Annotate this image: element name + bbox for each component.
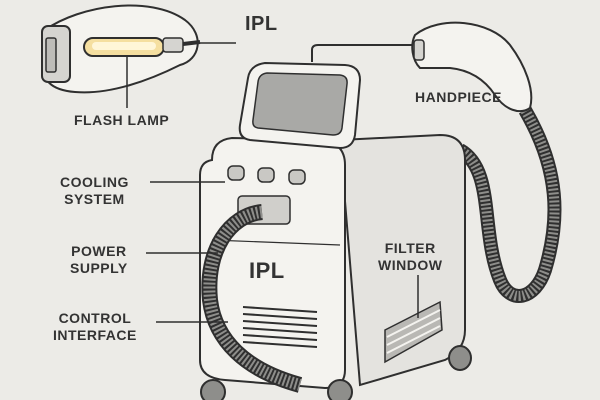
filter-window [384,300,443,364]
control-interface-line2: INTERFACE [53,327,137,343]
handpiece-label: HANDPIECE [415,89,502,105]
flash-lamp-label: FLASH LAMP [74,112,170,128]
handpiece-hose [455,106,562,303]
handpiece-inset-window [45,37,57,73]
wheel-front-left [200,379,226,400]
power-supply-label: POWER SUPPLY [70,243,128,277]
power-supply-line2: SUPPLY [70,260,128,276]
control-interface-label: CONTROL INTERFACE [53,310,137,344]
power-hose-fill [203,206,302,391]
screen-cable [311,44,412,62]
cabinet [199,133,466,390]
filter-window-label: FILTER WINDOW [378,240,442,274]
handpiece-body [411,21,533,113]
cooling-system-line1: COOLING [60,174,129,190]
handpiece-inset [40,4,236,108]
cooling-system-line2: SYSTEM [64,191,125,207]
wheel-back-right [448,345,472,371]
flash-lamp-glow [92,42,156,50]
handpiece [411,21,562,303]
power-supply-line1: POWER [71,243,127,259]
control-interface-line1: CONTROL [58,310,132,326]
handpiece-hose-fill [457,107,560,301]
handpiece-inset-cable [182,40,201,46]
cooling-button-2 [257,167,275,183]
flash-lamp-connector [162,37,184,53]
screen-display [252,72,348,136]
body-logo: IPL [249,258,285,283]
wheel-front-right [327,379,353,400]
vent-grille [242,306,318,348]
cooling-button-3 [288,169,306,185]
handpiece-window [413,39,425,61]
cooling-system-label: COOLING SYSTEM [60,174,129,208]
cabinet-panel-seam [211,239,341,246]
ipl-handpiece-title: IPL [245,13,278,35]
filter-window-line1: FILTER [384,240,436,256]
cooling-button-1 [227,165,245,181]
control-screen [238,61,362,150]
wheels [200,345,472,400]
filter-window-line2: WINDOW [378,257,443,273]
